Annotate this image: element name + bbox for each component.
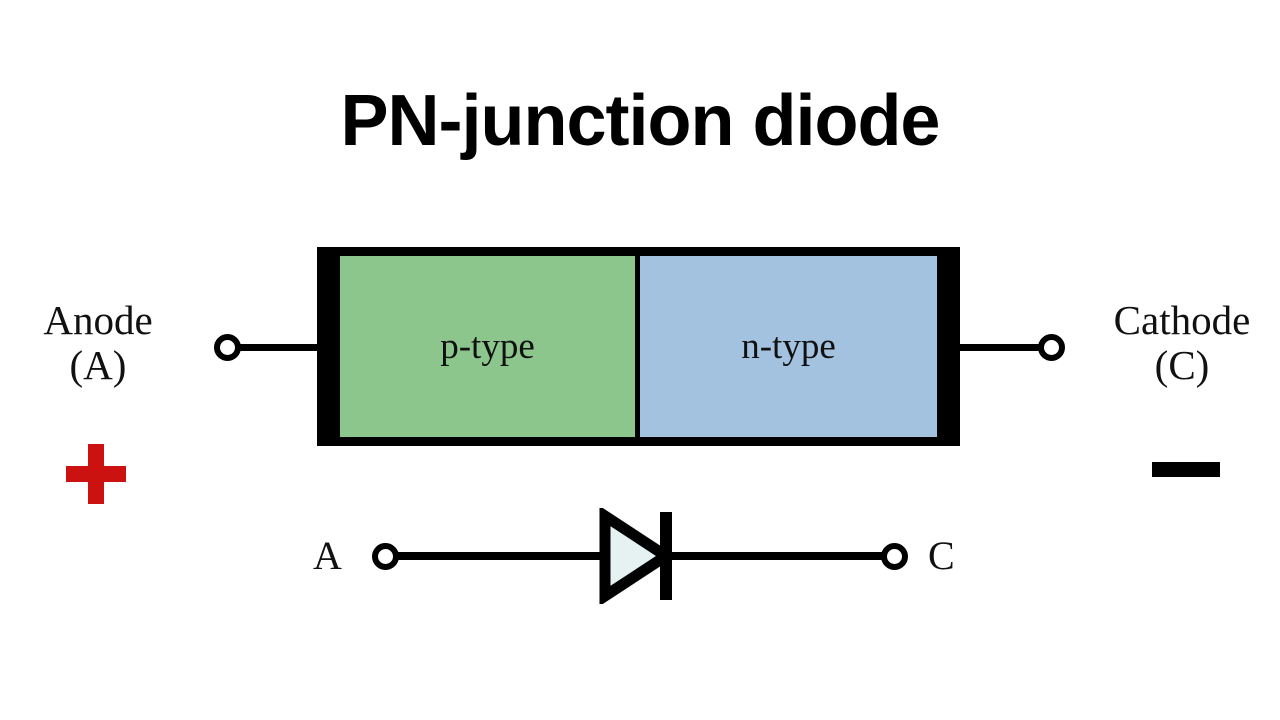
page-title: PN-junction diode [340,81,941,161]
minus-sign-icon [1152,462,1220,477]
schematic-anode-wire [396,552,602,560]
schematic-cathode-label: C [928,533,955,578]
cathode-terminal-node [1038,334,1065,361]
anode-label: Anode (A) [0,298,196,388]
p-type-region: p-type [337,253,638,440]
schematic-cathode-wire [668,552,883,560]
pn-junction-block: p-type n-type [317,247,960,446]
anode-label-line2: (A) [69,342,127,388]
schematic-cathode-node [881,543,908,570]
anode-label-line1: Anode [43,297,153,343]
cathode-label-line2: (C) [1154,342,1210,388]
cathode-lead-wire [957,344,1041,351]
anode-terminal-node [214,334,241,361]
schematic-anode-node [372,543,399,570]
cathode-label: Cathode (C) [1084,298,1280,388]
n-type-region: n-type [637,253,940,440]
schematic-anode-label: A [313,533,342,578]
anode-lead-wire [238,344,320,351]
diode-symbol-icon [596,508,680,604]
cathode-label-line1: Cathode [1113,297,1251,343]
plus-sign-icon [66,444,126,504]
